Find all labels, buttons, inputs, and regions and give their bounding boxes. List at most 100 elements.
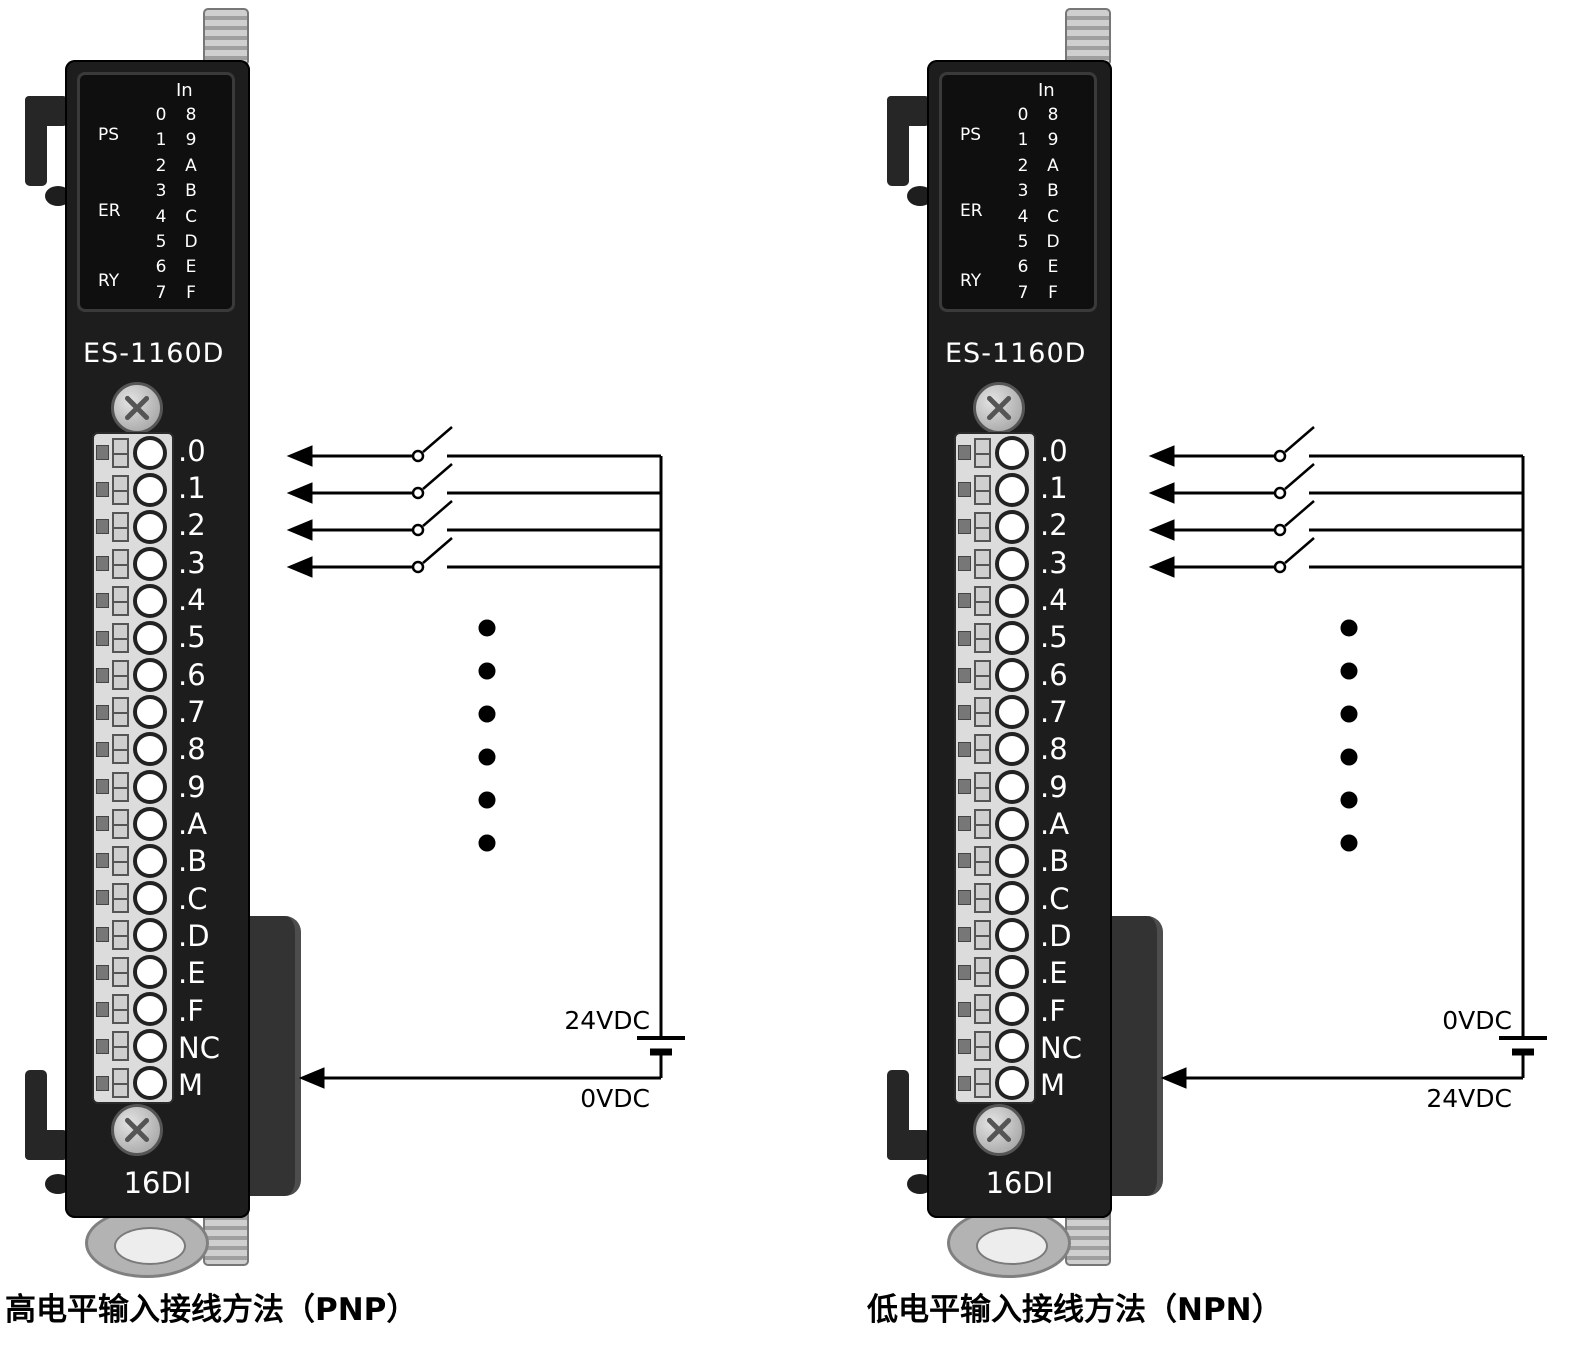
terminal-row <box>956 1065 1034 1102</box>
terminal-label: .3 <box>1040 545 1068 580</box>
terminal-strip <box>954 432 1036 1104</box>
terminal-rows <box>94 434 172 1102</box>
terminal-clamp <box>112 623 129 654</box>
terminal-label: .6 <box>178 657 206 692</box>
switch-lever-icon <box>422 500 453 527</box>
led-digit: 5 <box>155 232 167 253</box>
led-digit: C <box>185 206 197 227</box>
terminal-label: .2 <box>1040 508 1068 543</box>
terminal-clamp <box>974 660 991 691</box>
input-wire-3 <box>286 537 661 578</box>
input-wire-0 <box>1148 426 1523 467</box>
terminal-clamp <box>112 734 129 765</box>
terminal-label: M <box>1040 1068 1066 1103</box>
terminal-screw-hole <box>133 658 167 693</box>
terminal-row <box>94 731 172 768</box>
module-type-label: 16DI <box>985 1166 1054 1200</box>
terminal-stud <box>96 1001 109 1017</box>
terminal-stud <box>96 741 109 757</box>
terminal-stud <box>96 964 109 980</box>
clip-nub-bottom <box>907 1174 933 1194</box>
din-clip-top <box>877 96 929 186</box>
led-digit: D <box>184 232 198 253</box>
terminal-row <box>956 954 1034 991</box>
terminal-row <box>956 545 1034 582</box>
din-clip-top <box>15 96 67 186</box>
terminal-screw-hole <box>995 806 1029 841</box>
terminal-label: .0 <box>178 433 206 468</box>
terminal-label: .F <box>178 993 204 1028</box>
led-digit: 5 <box>1017 232 1029 253</box>
terminal-row <box>956 582 1034 619</box>
terminal-clamp <box>112 882 129 913</box>
terminal-row <box>94 879 172 916</box>
supply-voltage-top: 0VDC <box>1442 1006 1512 1035</box>
led-digit: B <box>185 181 197 202</box>
terminal-screw-hole <box>995 880 1029 915</box>
terminal-label: .9 <box>178 769 206 804</box>
terminal-screw-hole <box>995 472 1029 507</box>
terminal-row <box>956 991 1034 1028</box>
terminal-stud <box>958 816 971 832</box>
led-digit: 4 <box>1017 206 1029 227</box>
terminal-row <box>94 657 172 694</box>
led-digit: 3 <box>1017 181 1029 202</box>
terminal-stud <box>96 1075 109 1091</box>
terminal-clamp <box>974 994 991 1025</box>
led-label-er: ER <box>960 201 983 221</box>
terminal-clamp <box>974 548 991 579</box>
diagram-title-pnp: 高电平输入接线方法（PNP） <box>5 1292 418 1328</box>
input-wire-2 <box>1148 500 1523 541</box>
terminal-clamp <box>112 808 129 839</box>
terminal-stud <box>96 779 109 795</box>
terminal-label: .D <box>178 918 210 953</box>
din-clip-bottom <box>877 1070 929 1160</box>
arrow-left-icon <box>1148 519 1175 541</box>
bus-connector <box>1109 916 1163 1196</box>
mount-screw-top-icon <box>1065 8 1111 66</box>
terminal-stud <box>96 593 109 609</box>
led-digit: B <box>1047 181 1059 202</box>
module-type-label: 16DI <box>123 1166 192 1200</box>
switch-lever-icon <box>1284 426 1315 453</box>
terminal-screw-hole <box>995 955 1029 990</box>
switch-contact-icon <box>1273 486 1287 500</box>
terminal-stud <box>96 556 109 572</box>
terminal-stud <box>958 964 971 980</box>
terminal-screw-hole <box>133 806 167 841</box>
terminal-stud <box>958 890 971 906</box>
led-digit: 1 <box>1017 130 1029 151</box>
terminal-row <box>956 657 1034 694</box>
terminal-row <box>956 471 1034 508</box>
terminal-row <box>94 916 172 953</box>
terminal-stud <box>958 593 971 609</box>
terminal-stud <box>958 1075 971 1091</box>
arrow-left-icon <box>1160 1067 1187 1089</box>
terminal-screw-hole <box>133 695 167 730</box>
switch-lever-icon <box>1284 463 1315 490</box>
terminal-clamp <box>974 771 991 802</box>
terminal-clamp <box>112 957 129 988</box>
led-digit: 9 <box>1047 130 1059 151</box>
terminal-label: .8 <box>178 732 206 767</box>
terminal-label: .5 <box>178 620 206 655</box>
terminal-screw-hole <box>133 732 167 767</box>
terminal-row <box>94 694 172 731</box>
terminal-clamp <box>112 660 129 691</box>
terminal-label: .D <box>1040 918 1072 953</box>
terminal-screw-hole <box>995 583 1029 618</box>
terminal-screw-hole <box>133 1029 167 1064</box>
switch-contact-icon <box>411 449 425 463</box>
terminal-screw-hole <box>995 509 1029 544</box>
led-digit: 3 <box>155 181 167 202</box>
terminal-label: .3 <box>178 545 206 580</box>
terminal-stud <box>958 779 971 795</box>
switch-contact-icon <box>1273 449 1287 463</box>
din-clip-arm <box>25 1130 67 1160</box>
panel-screw-bottom-icon <box>973 1104 1025 1156</box>
terminal-label: .B <box>1040 844 1070 879</box>
